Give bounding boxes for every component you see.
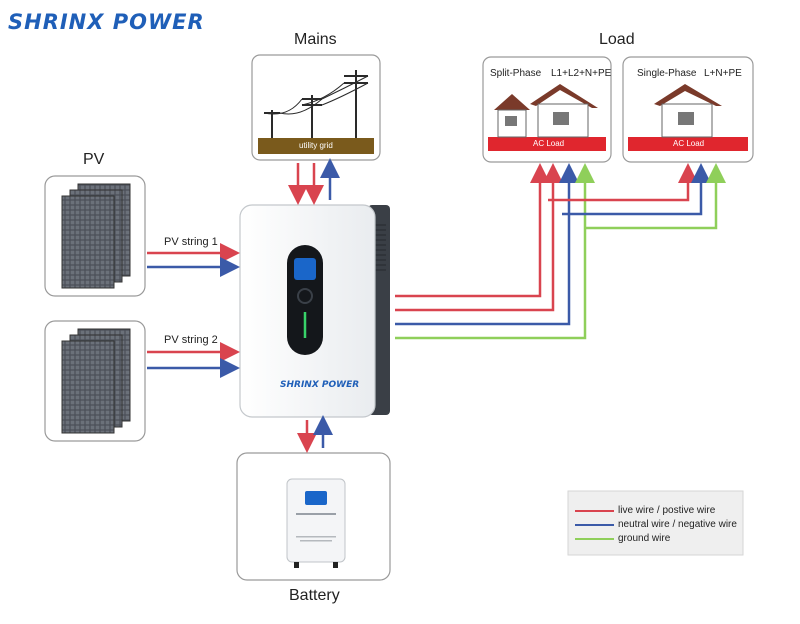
split-phase-load-box	[482, 56, 612, 163]
pv-string-2-label: PV string 2	[164, 334, 218, 346]
brand-logo: SHRINX POWER	[8, 10, 205, 34]
single-phase-ac-load-label: AC Load	[673, 139, 705, 148]
pv-wires	[147, 243, 240, 378]
mains-wires	[288, 158, 340, 205]
split-phase-label: Split-Phase	[490, 68, 542, 79]
single-phase-label: Single-Phase	[637, 68, 697, 79]
house-icon	[654, 84, 722, 138]
legend-box	[567, 490, 744, 556]
inverter-brand-label: SHRINX POWER	[280, 380, 360, 390]
house-icon	[494, 94, 530, 138]
utility-pole-icon	[263, 70, 369, 138]
inverter-display-icon	[294, 258, 316, 280]
battery-title: Battery	[289, 587, 340, 604]
battery-wires	[297, 415, 333, 453]
pv-string-1-label: PV string 1	[164, 236, 218, 248]
load-title: Load	[599, 31, 635, 48]
split-phase-ac-load-label: AC Load	[533, 139, 565, 148]
pv-title: PV	[83, 151, 105, 168]
mains-title: Mains	[294, 31, 337, 48]
utility-grid-label: utility grid	[299, 141, 333, 150]
single-phase-wiring: L+N+PE	[704, 68, 742, 79]
pv-array-1	[44, 175, 146, 297]
battery-display-icon	[305, 491, 327, 505]
load-wires	[395, 163, 726, 340]
legend-live-label: live wire / postive wire	[618, 505, 716, 516]
single-phase-load-box	[622, 56, 754, 163]
house-icon	[530, 84, 598, 138]
legend-neutral-label: neutral wire / negative wire	[618, 519, 737, 530]
power-button-icon	[297, 288, 313, 304]
inverter-unit	[239, 204, 390, 418]
legend-ground-label: ground wire	[618, 533, 671, 544]
pv-array-2	[44, 320, 146, 442]
mains-box	[251, 54, 381, 161]
split-phase-wiring: L1+L2+N+PE	[551, 68, 612, 79]
battery-box	[236, 452, 391, 581]
